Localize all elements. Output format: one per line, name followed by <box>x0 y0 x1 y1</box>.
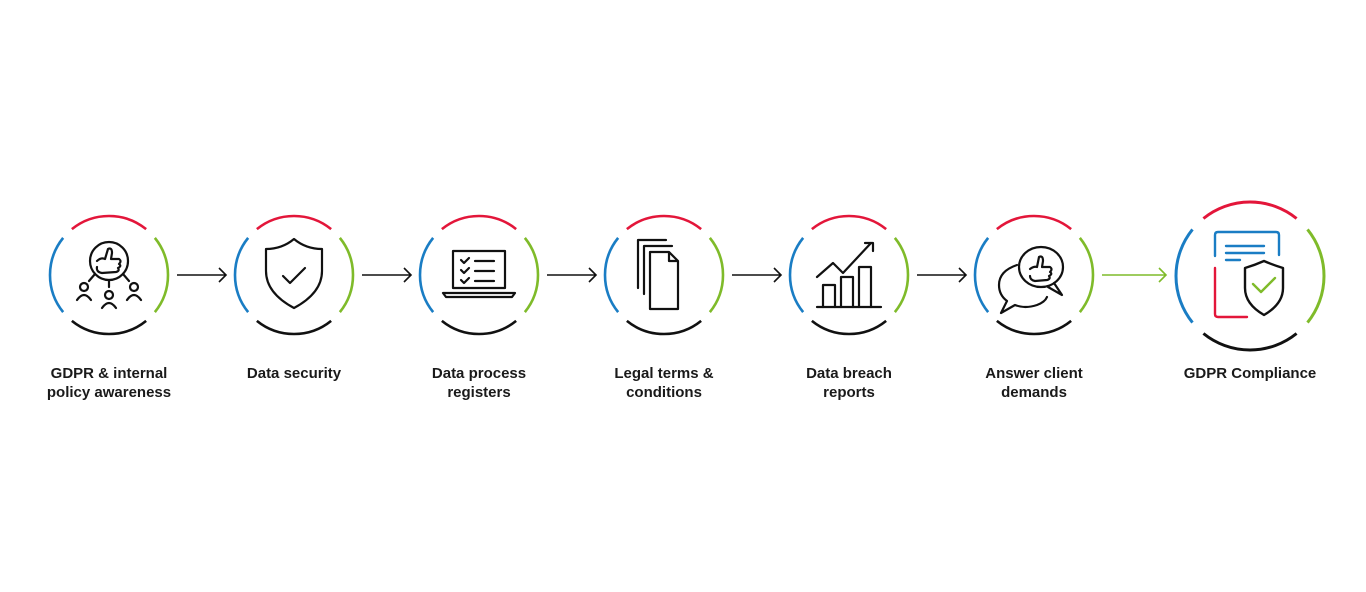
step-ring-7 <box>1174 200 1326 352</box>
ring-arc-right <box>1306 228 1326 324</box>
ring-arc-right <box>338 237 355 313</box>
step-ring-1 <box>48 214 170 336</box>
ring-arc-left <box>973 237 990 313</box>
ring-arc-bottom <box>996 319 1072 336</box>
arrow-right-icon <box>547 267 598 283</box>
step-ring-6 <box>973 214 1095 336</box>
ring-arc-left <box>603 237 620 313</box>
shield-check-icon <box>264 237 324 310</box>
step-label-legal-terms: Legal terms &conditions <box>614 365 713 401</box>
step-ring-3 <box>418 214 540 336</box>
laptop-checklist-icon <box>441 249 517 299</box>
ring-arc-bottom <box>441 319 517 336</box>
ring-arc-right <box>523 237 540 313</box>
step-ring-2 <box>233 214 355 336</box>
step-ring-5 <box>788 214 910 336</box>
ring-arc-top <box>1202 200 1298 220</box>
ring-arc-top <box>71 214 147 231</box>
arrow-right-icon <box>732 267 783 283</box>
ring-arc-top <box>256 214 332 231</box>
people-thumbs-up-icon <box>75 240 143 310</box>
ring-arc-right <box>893 237 910 313</box>
ring-arc-left <box>788 237 805 313</box>
ring-arc-right <box>1078 237 1095 313</box>
step-label-data-security: Data security <box>247 365 342 382</box>
ring-arc-left <box>1174 228 1194 324</box>
ring-arc-left <box>48 237 65 313</box>
ring-arc-left <box>233 237 250 313</box>
ring-arc-left <box>418 237 435 313</box>
ring-arc-bottom <box>256 319 332 336</box>
arrow-right-icon <box>177 267 228 283</box>
arrow-right-icon <box>917 267 968 283</box>
arrow-right-icon <box>362 267 413 283</box>
step-ring-4 <box>603 214 725 336</box>
ring-arc-top <box>441 214 517 231</box>
ring-arc-top <box>996 214 1072 231</box>
ring-arc-top <box>811 214 887 231</box>
documents-icon <box>636 238 680 311</box>
document-shield-check-icon <box>1213 230 1285 319</box>
bar-chart-trend-icon <box>815 241 883 309</box>
step-label-gdpr-compliance: GDPR Compliance <box>1184 365 1317 382</box>
speech-bubbles-thumbs-up-icon <box>997 245 1065 315</box>
ring-arc-bottom <box>811 319 887 336</box>
ring-arc-bottom <box>1202 332 1298 352</box>
ring-arc-bottom <box>626 319 702 336</box>
arrow-right-icon <box>1102 267 1168 283</box>
ring-arc-right <box>708 237 725 313</box>
ring-arc-top <box>626 214 702 231</box>
ring-arc-right <box>153 237 170 313</box>
ring-arc-bottom <box>71 319 147 336</box>
